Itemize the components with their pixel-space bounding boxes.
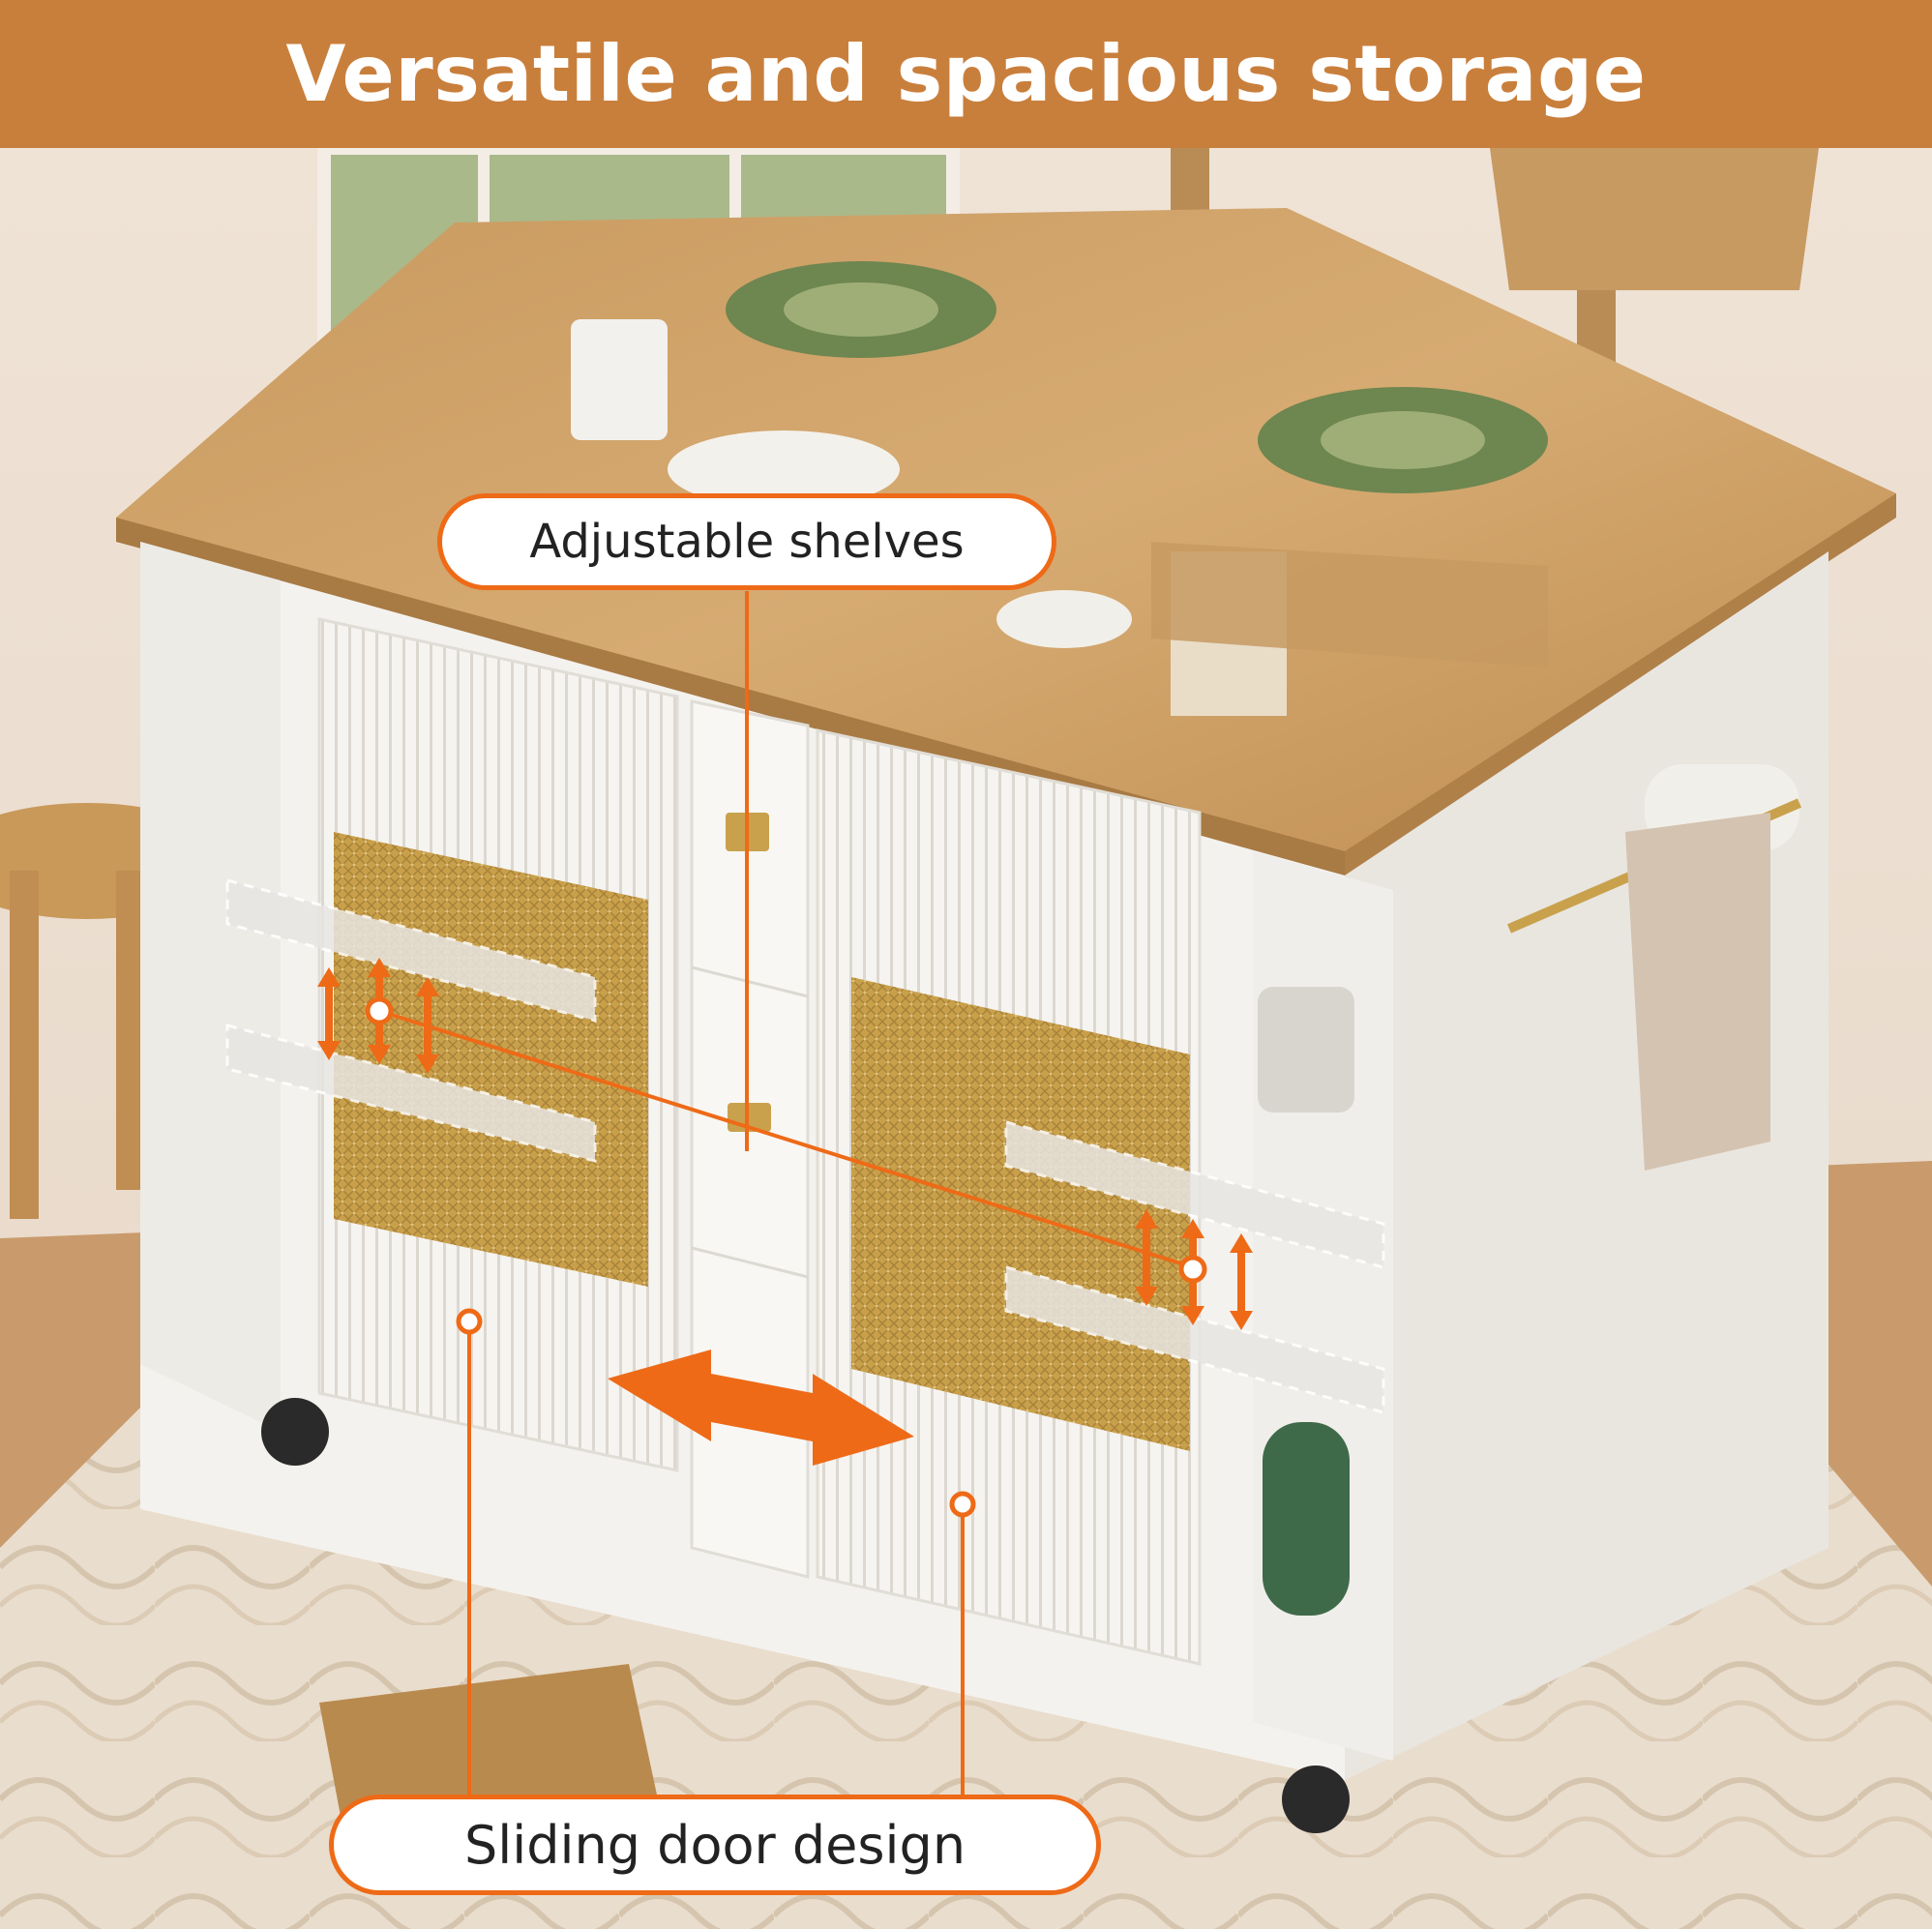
adjustable-shelves-label: Adjustable shelves <box>529 515 965 569</box>
sliding-door-callout: Sliding door design <box>329 1795 1101 1895</box>
callout-dot-icon <box>365 996 1207 1518</box>
sliding-door-label: Sliding door design <box>463 1814 966 1876</box>
banner-title: Versatile and spacious storage <box>285 29 1647 119</box>
left-right-arrow-icon <box>608 1350 914 1466</box>
title-banner: Versatile and spacious storage <box>0 0 1932 148</box>
adjustable-shelves-callout: Adjustable shelves <box>437 493 1056 590</box>
product-scene <box>0 148 1932 1929</box>
